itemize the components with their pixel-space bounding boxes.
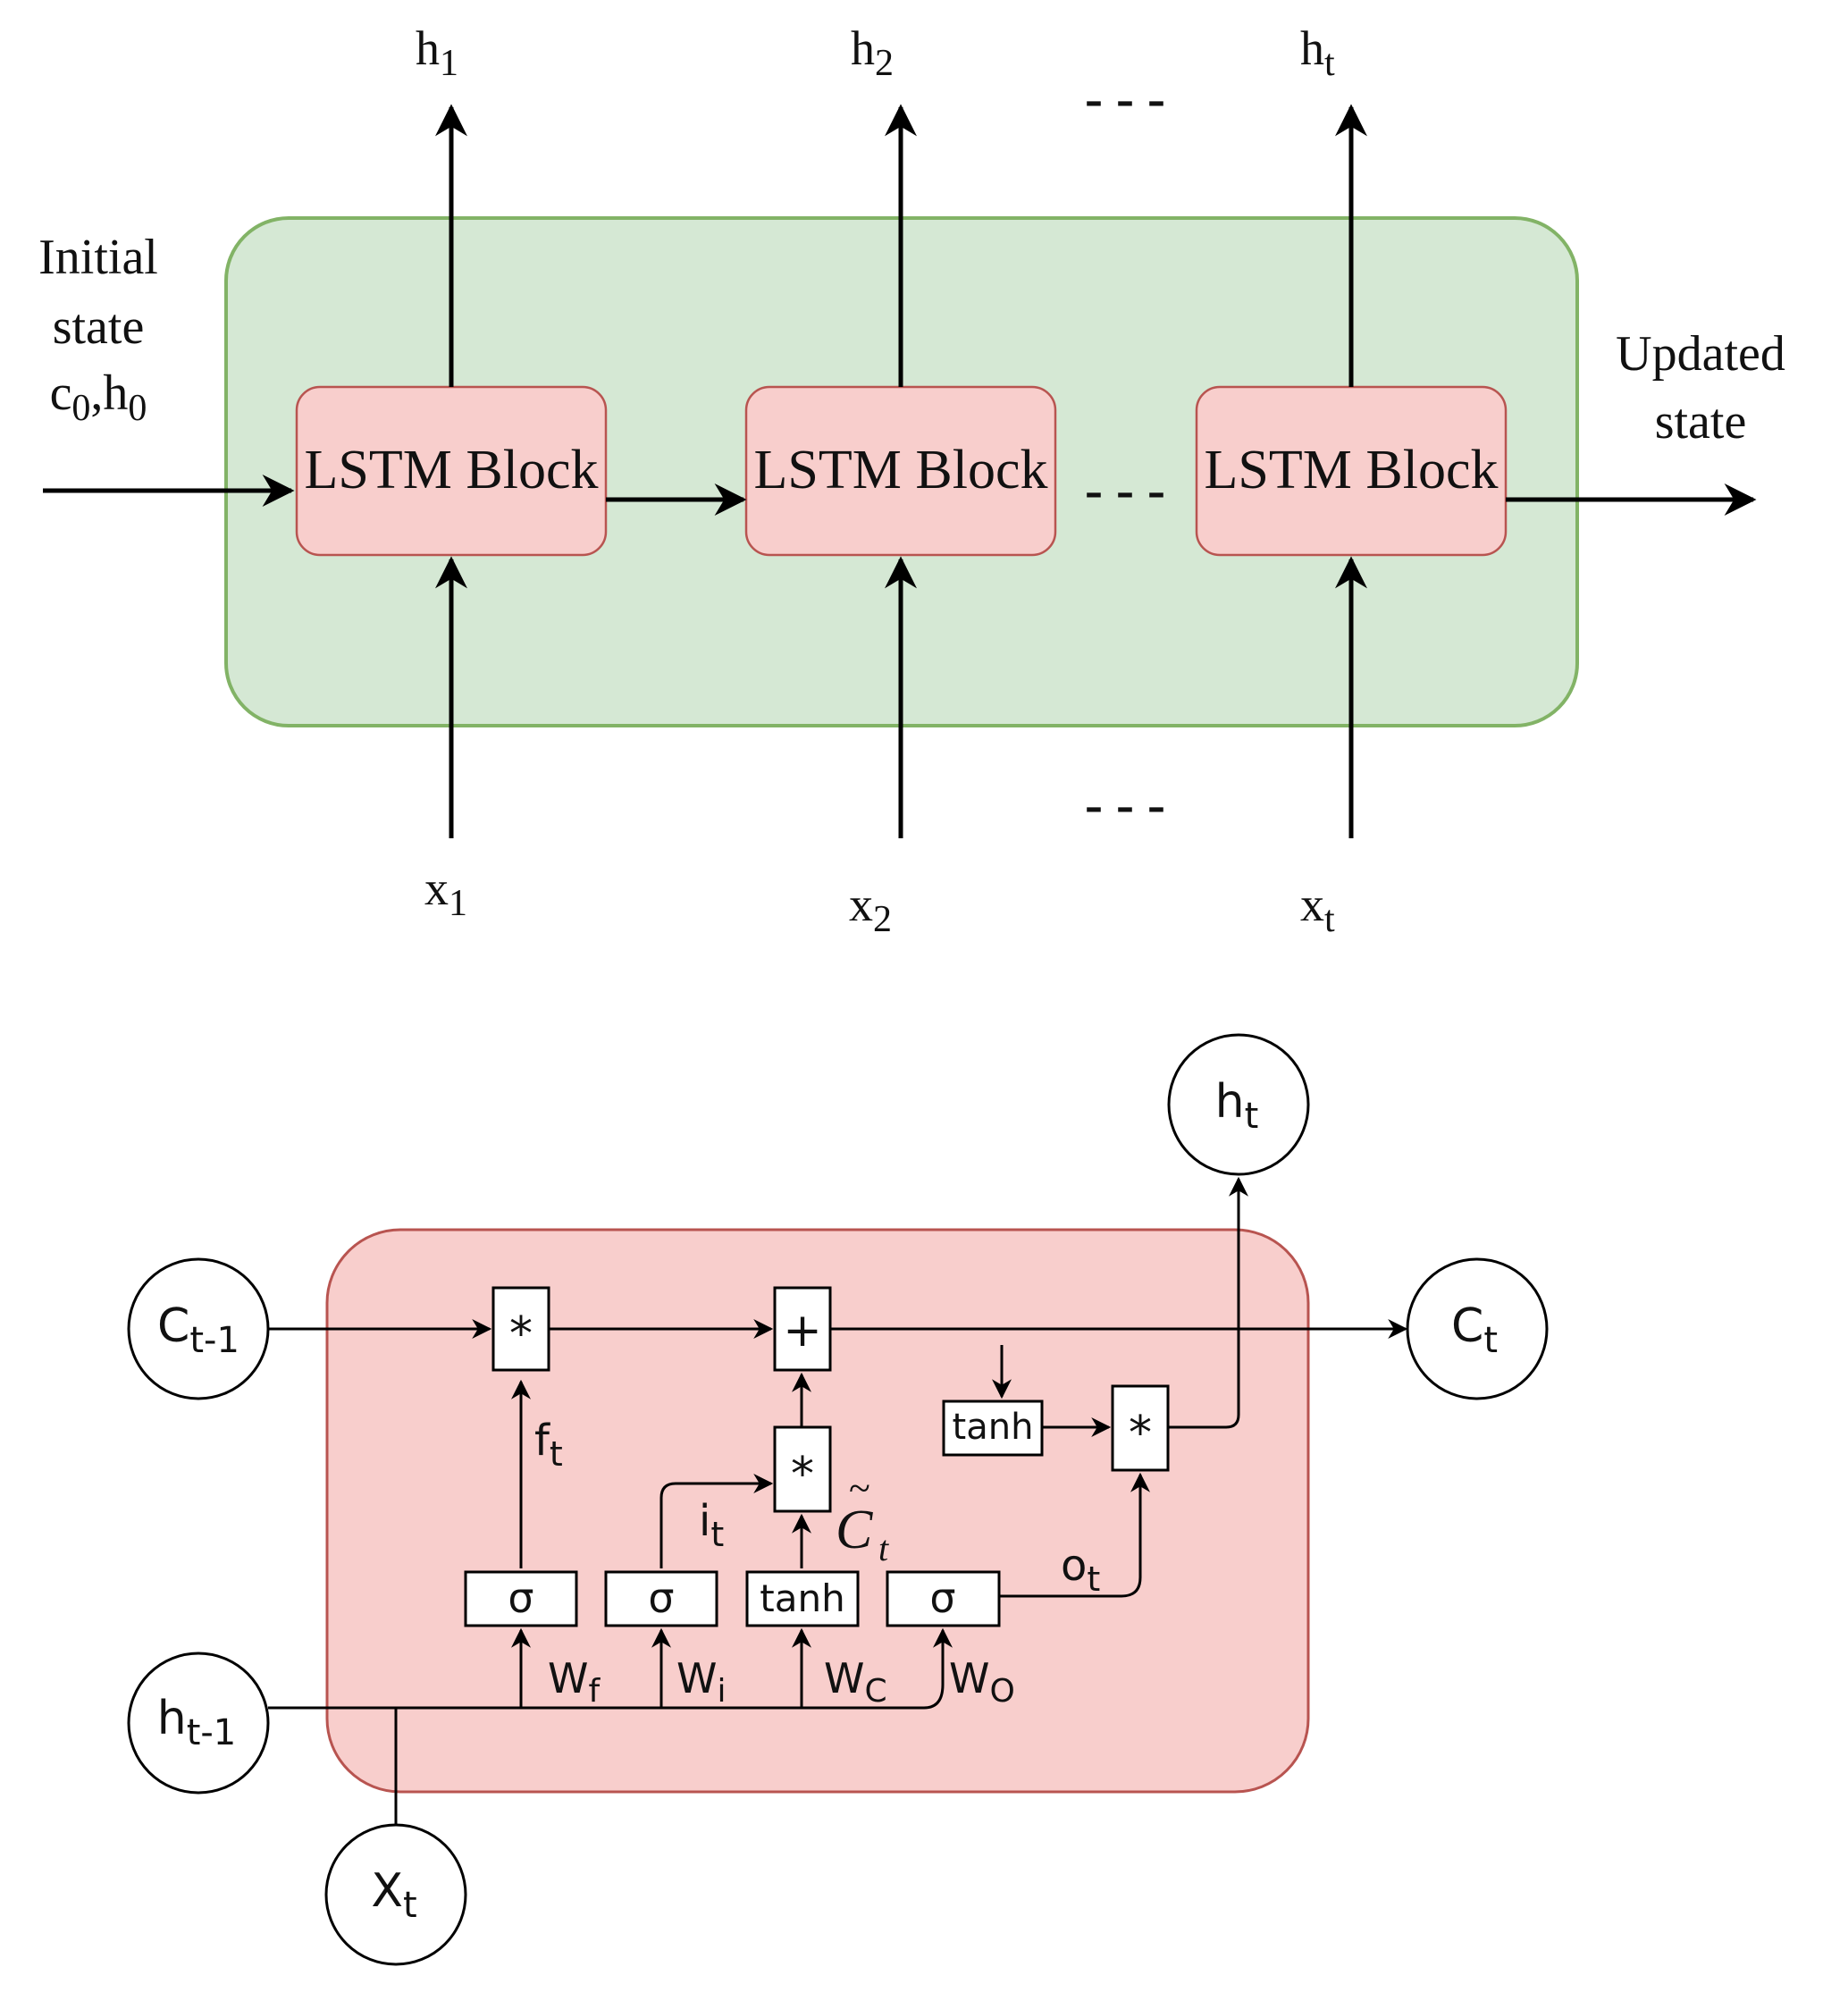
node-h-prev: ht-1 [127,1652,270,1795]
forget-gate-sigma: σ [464,1570,578,1627]
lstm-block-2: LSTM Block [744,385,1057,557]
ellipsis-blocks: - - - [1085,460,1165,519]
label-x1: x1 [424,862,467,924]
label-it: it [699,1496,724,1554]
svg-text:state: state [53,299,145,355]
label-wf: Wf [548,1654,601,1710]
svg-text:state: state [1655,394,1747,450]
svg-text:+: + [783,1304,822,1358]
unrolled-lstm: LSTM Block LSTM Block LSTM Block h1 h2 h… [38,21,1785,940]
label-wo: WO [949,1654,1015,1710]
lstm-cell: * + * * tanh σ σ tanh [127,1033,1549,1966]
label-wi: Wi [676,1654,727,1710]
lstm-block-1: LSTM Block [295,385,608,557]
ellipsis-outputs: - - - [1085,69,1165,128]
label-h2: h2 [851,21,894,84]
label-wc: WC [824,1654,887,1710]
svg-text:Xt: Xt [371,1864,416,1926]
svg-text:Initial: Initial [38,230,158,285]
cell-tanh-op: tanh [942,1400,1044,1457]
node-h-out: ht [1167,1033,1310,1176]
svg-text:ht: ht [1215,1075,1259,1137]
svg-text:Ct: Ct [1451,1299,1498,1361]
output-multiply-op: * [1111,1384,1170,1472]
svg-text:t: t [878,1528,889,1568]
svg-text:tanh: tanh [760,1576,844,1620]
lstm-block-3-label: LSTM Block [1205,440,1499,500]
svg-text:*: * [509,1307,533,1361]
updated-state-label: Updated state [1616,326,1785,450]
svg-text:C: C [836,1500,873,1560]
lstm-block-1-label: LSTM Block [305,440,599,500]
label-ot: ot [1061,1541,1100,1599]
lstm-block-2-label: LSTM Block [754,440,1048,500]
svg-text:~: ~ [849,1467,870,1510]
svg-text:σ: σ [648,1574,674,1622]
input-gate-sigma: σ [604,1570,718,1627]
svg-text:Ct-1: Ct-1 [157,1299,239,1361]
input-gate-to-mult [659,1474,774,1568]
output-gate-sigma: σ [886,1570,1001,1627]
label-c-tilde: C ~ t [836,1467,889,1568]
forget-multiply-op: * [491,1286,550,1372]
svg-text:*: * [1129,1407,1152,1460]
svg-text:c0,h0: c0,h0 [50,366,147,429]
output-mult-to-h [1168,1176,1248,1429]
node-x-in: Xt [324,1823,467,1966]
label-ft: ft [534,1416,563,1474]
label-h1: h1 [416,21,458,84]
output-gate-to-mult [999,1472,1150,1598]
node-c-out: Ct [1406,1257,1549,1400]
lstm-block-3: LSTM Block [1195,385,1508,557]
bus-to-output-gate [923,1627,953,1710]
initial-state-label: Initial state c0,h0 [38,230,158,429]
svg-text:*: * [791,1448,814,1501]
svg-text:σ: σ [929,1574,955,1622]
svg-text:ht-1: ht-1 [157,1692,237,1753]
svg-text:tanh: tanh [953,1407,1034,1448]
label-ht: ht [1300,21,1335,84]
input-multiply-op: * [773,1425,832,1513]
node-c-prev: Ct-1 [127,1257,270,1400]
label-xt: xt [1300,878,1335,940]
label-x2: x2 [849,878,892,940]
ellipsis-inputs: - - - [1085,775,1165,834]
svg-text:Updated: Updated [1616,326,1785,382]
candidate-tanh: tanh [745,1570,860,1627]
svg-text:σ: σ [508,1574,533,1622]
cell-add-op: + [773,1286,832,1372]
